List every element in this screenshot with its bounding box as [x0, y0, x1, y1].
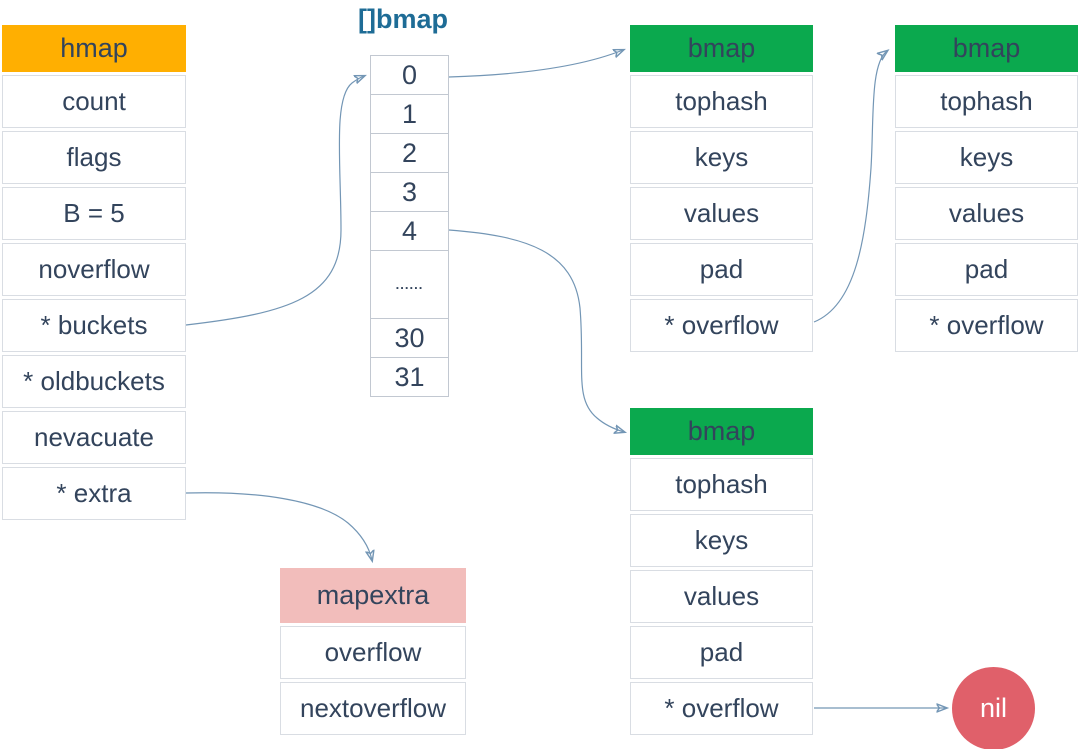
bmap-row-pad: pad [630, 243, 813, 296]
bmap-row-tophash: tophash [630, 75, 813, 128]
hmap-row-count: count [2, 75, 186, 128]
arrow-array0-to-bmap [448, 50, 623, 78]
bucket-cell-0: 0 [401, 59, 418, 90]
hmap-row-b: B = 5 [2, 187, 186, 240]
bmap-row-keys: keys [630, 131, 813, 184]
arrow-array4-to-bmap3 [448, 229, 624, 432]
bucket-cell-dots: ...... [371, 250, 448, 318]
bucket-array-title: []bmap [358, 4, 448, 34]
bucket-cell-4: 4 [371, 211, 448, 250]
bucket-cell-3: 3 [371, 172, 448, 211]
hmap-row-extra: * extra [2, 467, 186, 520]
bmap-table-top-right: bmap tophash keys values pad * overflow [895, 25, 1078, 352]
mapextra-row-nextoverflow: nextoverflow [280, 682, 466, 735]
bmap-header: bmap [630, 408, 813, 455]
mapextra-header: mapextra [280, 568, 466, 623]
bucket-cell-30: 30 [371, 318, 448, 357]
arrow-extra-to-mapextra [185, 492, 372, 560]
bmap-row-pad: pad [630, 626, 813, 679]
bmap-row-tophash: tophash [630, 458, 813, 511]
mapextra-row-overflow: overflow [280, 626, 466, 679]
bmap-row-values: values [630, 187, 813, 240]
bucket-cell-1: 1 [371, 94, 448, 133]
arrow-overflow-to-bmap2 [813, 51, 887, 323]
hmap-row-nevacuate: nevacuate [2, 411, 186, 464]
bucket-cell-31: 31 [371, 357, 448, 396]
hmap-row-flags: flags [2, 131, 186, 184]
hmap-row-buckets: * buckets [2, 299, 186, 352]
bmap-row-values: values [895, 187, 1078, 240]
bmap-table-top-left: bmap tophash keys values pad * overflow [630, 25, 813, 352]
bmap-row-overflow: * overflow [895, 299, 1078, 352]
bmap-row-tophash: tophash [895, 75, 1078, 128]
bmap-row-keys: keys [630, 514, 813, 567]
bmap-table-bottom: bmap tophash keys values pad * overflow [630, 408, 813, 735]
hmap-row-oldbuckets: * oldbuckets [2, 355, 186, 408]
hmap-header: hmap [2, 25, 186, 72]
hmap-table: hmap count flags B = 5 noverflow * bucke… [2, 25, 186, 520]
bucket-cell-2: 2 [371, 133, 448, 172]
hmap-row-noverflow: noverflow [2, 243, 186, 296]
nil-node: nil [952, 667, 1035, 749]
bmap-header: bmap [895, 25, 1078, 72]
bmap-row-keys: keys [895, 131, 1078, 184]
bmap-row-pad: pad [895, 243, 1078, 296]
bmap-row-values: values [630, 570, 813, 623]
bmap-row-overflow: * overflow [630, 682, 813, 735]
bmap-row-overflow: * overflow [630, 299, 813, 352]
mapextra-table: mapextra overflow nextoverflow [280, 568, 466, 735]
bmap-header: bmap [630, 25, 813, 72]
bucket-array: 0 1 2 3 4 ...... 30 31 [370, 55, 449, 397]
arrow-buckets-to-array [185, 76, 364, 326]
